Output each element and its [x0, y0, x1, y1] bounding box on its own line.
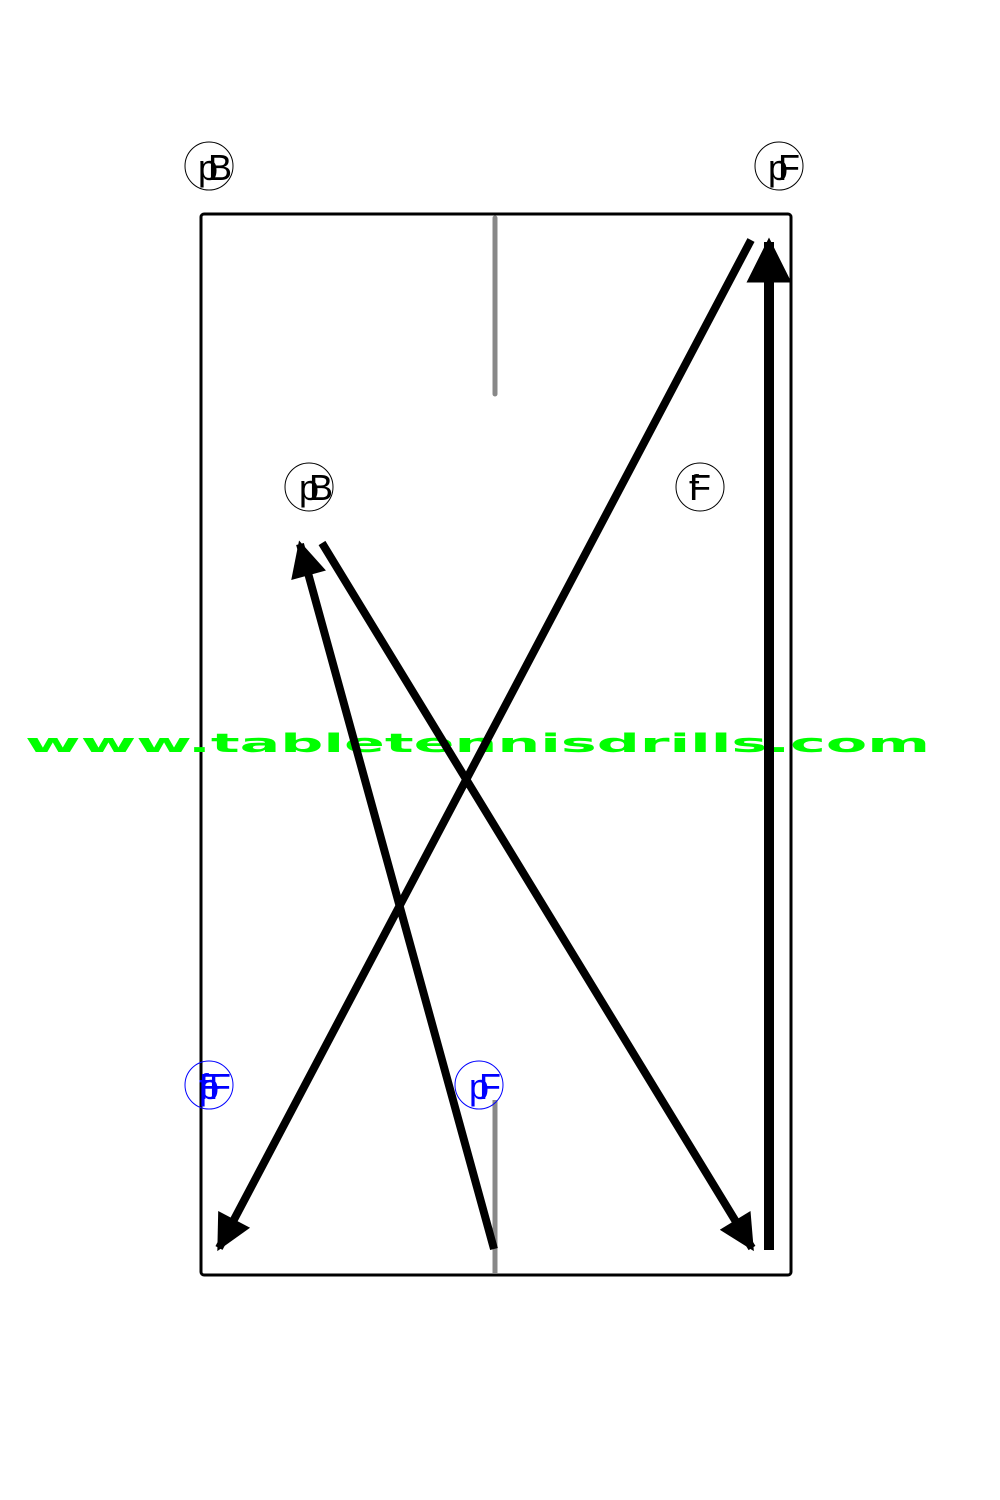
label-mid-right: fF — [675, 462, 725, 512]
label-near-center: pF — [454, 1060, 510, 1110]
svg-text:pF: pF — [768, 147, 799, 188]
table-outline — [199, 212, 793, 1277]
arrow-push-to-far-backhand — [291, 540, 498, 1251]
arrow-diagonal-to-near-backhand — [215, 238, 755, 1252]
label-mid-left: pB — [284, 462, 342, 512]
arrow-far-backhand-to-near-forehand — [318, 540, 756, 1252]
label-far-left: pB — [184, 141, 241, 191]
svg-text:fF: fF — [689, 467, 710, 508]
watermark-suffix: .com — [767, 729, 930, 759]
svg-text:pF: pF — [199, 1066, 230, 1107]
label-far-right: pF — [754, 141, 809, 191]
watermark-prefix: www. — [25, 729, 211, 759]
svg-text:pB: pB — [198, 147, 231, 188]
svg-text:pB: pB — [299, 467, 332, 508]
label-near-left: fF pF — [184, 1060, 240, 1110]
watermark: www.tabletennisdrills.com — [25, 729, 930, 759]
